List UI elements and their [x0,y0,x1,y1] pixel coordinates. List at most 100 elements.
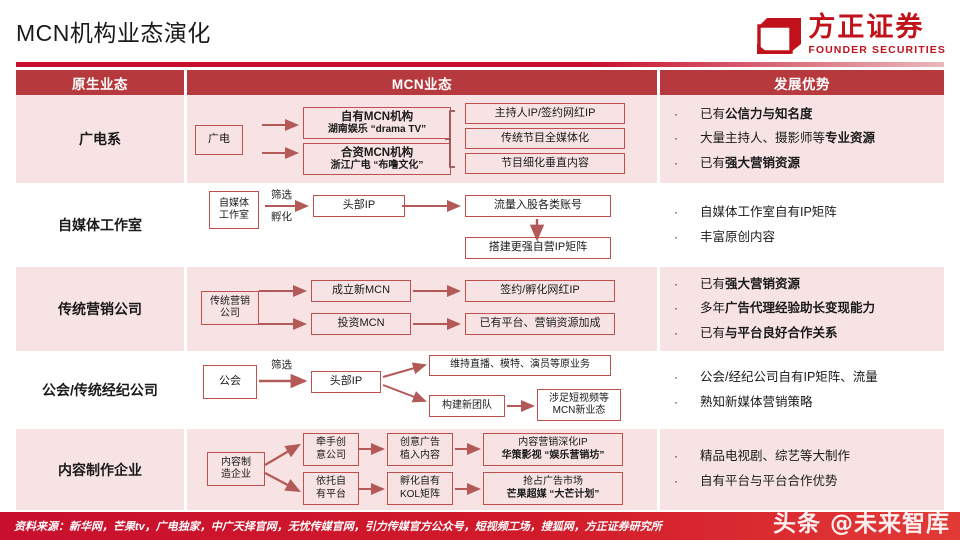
edge-label-incubate: 孵化 [271,211,292,223]
table-header-row: 原生业态 MCN业态 发展优势 [16,70,944,95]
flow-box-top-ip: 头部IP [311,371,381,393]
bullet-icon: · [674,131,678,146]
advantage-text: 已有公信力与知名度 [700,106,813,121]
advantage-text: 自有平台与平台合作优势 [700,474,838,488]
founder-securities-logo: 方正证券 FOUNDER SECURITIES [757,14,946,56]
table-row: 传统营销公司 传统营销 公司 成立新MCN 投资MCN 签约/孵化网红IP 已有… [16,267,944,351]
footer-bar: 资料来源：新华网，芒果tv，广电独家，中广天择官网，无忧传媒官网，引力传媒官方公… [0,511,960,540]
bullet-icon: · [674,474,678,488]
flow-box-label: 广电 [208,133,230,146]
bullet-icon: · [674,394,678,409]
flow-box-label: 主持人IP/签约网红IP [494,106,596,119]
flow-box-source: 内容制 造企业 [207,452,265,486]
flow-box-label: 搭建更强自营IP矩阵 [488,241,588,254]
flow-box-label: 自媒体 工作室 [219,197,249,222]
row-category-label: 内容制作企业 [16,429,187,510]
list-item: · 自有平台与平台合作优势 [674,474,936,490]
bullet-icon: · [674,325,678,340]
bullet-icon: · [674,155,678,170]
flow-box-stage1: 牵手创 意公司 [303,433,359,466]
title-divider [16,62,944,67]
source-note: 资料来源：新华网，芒果tv，广电独家，中广天择官网，无忧传媒官网，引力传媒官方公… [14,521,662,533]
flow-box-subtitle: 浙江广电 “布噜文化” [330,159,424,171]
row-category-label: 传统营销公司 [16,267,187,351]
advantage-text: 多年广告代理经验助长变现能力 [700,301,876,316]
bullet-icon: · [674,369,678,384]
advantage-text: 已有强大营销资源 [700,155,801,170]
bullet-icon: · [674,449,678,464]
list-item: · 丰富原创内容 [674,230,936,246]
flow-box-outcome: 节目细化垂直内容 [465,153,625,174]
flow-box-label: 依托自 有平台 [316,476,346,500]
flow-box-label: 牵手创 意公司 [316,437,346,461]
row-flow-diagram: 传统营销 公司 成立新MCN 投资MCN 签约/孵化网红IP 已有平台、营销资源… [187,267,660,351]
flow-box-label: 维持直播、模特、演员等原业务 [450,359,590,371]
flow-box-top-ip: 头部IP [313,195,405,217]
flow-box-stage3: 抢占广告市场 芒果超媒 “大芒计划” [483,472,623,505]
flow-box-label: 头部IP [342,199,376,212]
list-item: · 自媒体工作室自有IP矩阵 [674,205,936,221]
flow-box-label: 传统营销 公司 [210,295,250,320]
flow-box-label: 构建新团队 [442,399,492,411]
row-flow-diagram: 自媒体 工作室 筛选 孵化 头部IP 流量入股各类账号 搭建更强自营IP矩阵 [187,183,660,267]
advantage-text: 熟知新媒体营销策略 [700,394,813,409]
row-advantages: · 公会/经纪公司自有IP矩阵、流量 · 熟知新媒体营销策略 [660,351,944,429]
advantage-text: 精品电视剧、综艺等大制作 [700,449,851,464]
flow-box-outcome: 涉足短视频等 MCN新业态 [537,389,621,421]
edge-label-screen: 筛选 [271,359,292,371]
flow-box-stage1: 依托自 有平台 [303,472,359,505]
advantage-text: 公会/经纪公司自有IP矩阵、流量 [700,369,878,384]
flow-box-joint-mcn: 合资MCN机构 浙江广电 “布噜文化” [303,143,451,175]
column-header-mcn: MCN业态 [187,70,660,95]
list-item: · 精品电视剧、综艺等大制作 [674,449,936,465]
flow-box-subtitle: 湖南娱乐 “drama TV” [327,123,427,135]
flow-box-source: 公会 [203,365,257,399]
list-item: · 已有与平台良好合作关系 [674,326,936,342]
bullet-icon: · [674,229,678,244]
flow-box-label: 已有平台、营销资源加成 [479,317,601,330]
flow-box-label: 创意广告 植入内容 [400,437,440,461]
flow-box-subtitle: 华策影视 “娱乐营销坊” [501,449,605,461]
list-item: · 大量主持人、摄影师等专业资源 [674,131,936,147]
flow-box-title: 抢占广告市场 [523,476,583,487]
flow-box-outcome: 维持直播、模特、演员等原业务 [429,355,611,376]
flow-box-label: 头部IP [329,375,363,388]
flow-box-label: 节目细化垂直内容 [501,156,589,169]
flow-box-new-team: 构建新团队 [429,395,505,417]
flow-box-owned-mcn: 自有MCN机构 湖南娱乐 “drama TV” [303,107,451,139]
page-title: MCN机构业态演化 [16,20,211,46]
flow-box-outcome: 签约/孵化网红IP [465,280,615,302]
flow-box-new-mcn: 成立新MCN [311,280,411,302]
flow-box-label: 内容制 造企业 [221,456,251,481]
flow-box-subtitle: 芒果超媒 “大芒计划” [506,488,600,500]
advantage-text: 已有强大营销资源 [700,276,801,291]
logo-mark-icon [757,18,802,54]
row-flow-diagram: 广电 自有MCN机构 湖南娱乐 “drama TV” 合资MCN机构 浙江广电 … [187,95,660,183]
row-advantages: · 已有强大营销资源 · 多年广告代理经验助长变现能力 · 已有与平台良好合作关… [660,267,944,351]
logo-english-name: FOUNDER SECURITIES [808,44,946,56]
row-category-label: 广电系 [16,95,187,183]
flow-box-label: 投资MCN [337,317,385,330]
flow-box-outcome: 传统节目全媒体化 [465,128,625,149]
bullet-icon: · [674,204,678,219]
row-advantages: · 精品电视剧、综艺等大制作 · 自有平台与平台合作优势 [660,429,944,510]
flow-box-title: 合资MCN机构 [340,146,414,159]
flow-box-label: 签约/孵化网红IP [500,284,580,297]
advantage-text: 自媒体工作室自有IP矩阵 [700,204,837,219]
bullet-icon: · [674,106,678,121]
table-row: 内容制作企业 内容制 造企业 牵手创 意公司 依托自 有平台 创意广告 植入内容 [16,429,944,510]
table-row: 公会/传统经纪公司 公会 筛选 头部IP 维持直播、模特、演员等原业务 构建新团… [16,351,944,429]
flow-box-label: 流量入股各类账号 [494,199,582,212]
row-category-label: 公会/传统经纪公司 [16,351,187,429]
table-row: 广电系 广电 自有MCN机构 湖南娱乐 “drama TV” 合资M [16,95,944,183]
flow-box-invest-mcn: 投资MCN [311,313,411,335]
flow-box-label: 成立新MCN [331,284,391,297]
flow-box-label: 涉足短视频等 MCN新业态 [549,392,609,417]
advantage-text: 丰富原创内容 [700,229,776,244]
flow-box-outcome: 主持人IP/签约网红IP [465,103,625,124]
flow-box-stage3: 内容营销深化IP 华策影视 “娱乐营销坊” [483,433,623,466]
bullet-icon: · [674,276,678,291]
list-item: · 已有强大营销资源 [674,277,936,293]
flow-box-title: 自有MCN机构 [340,110,414,123]
flow-box-stage2: 创意广告 植入内容 [387,433,453,466]
